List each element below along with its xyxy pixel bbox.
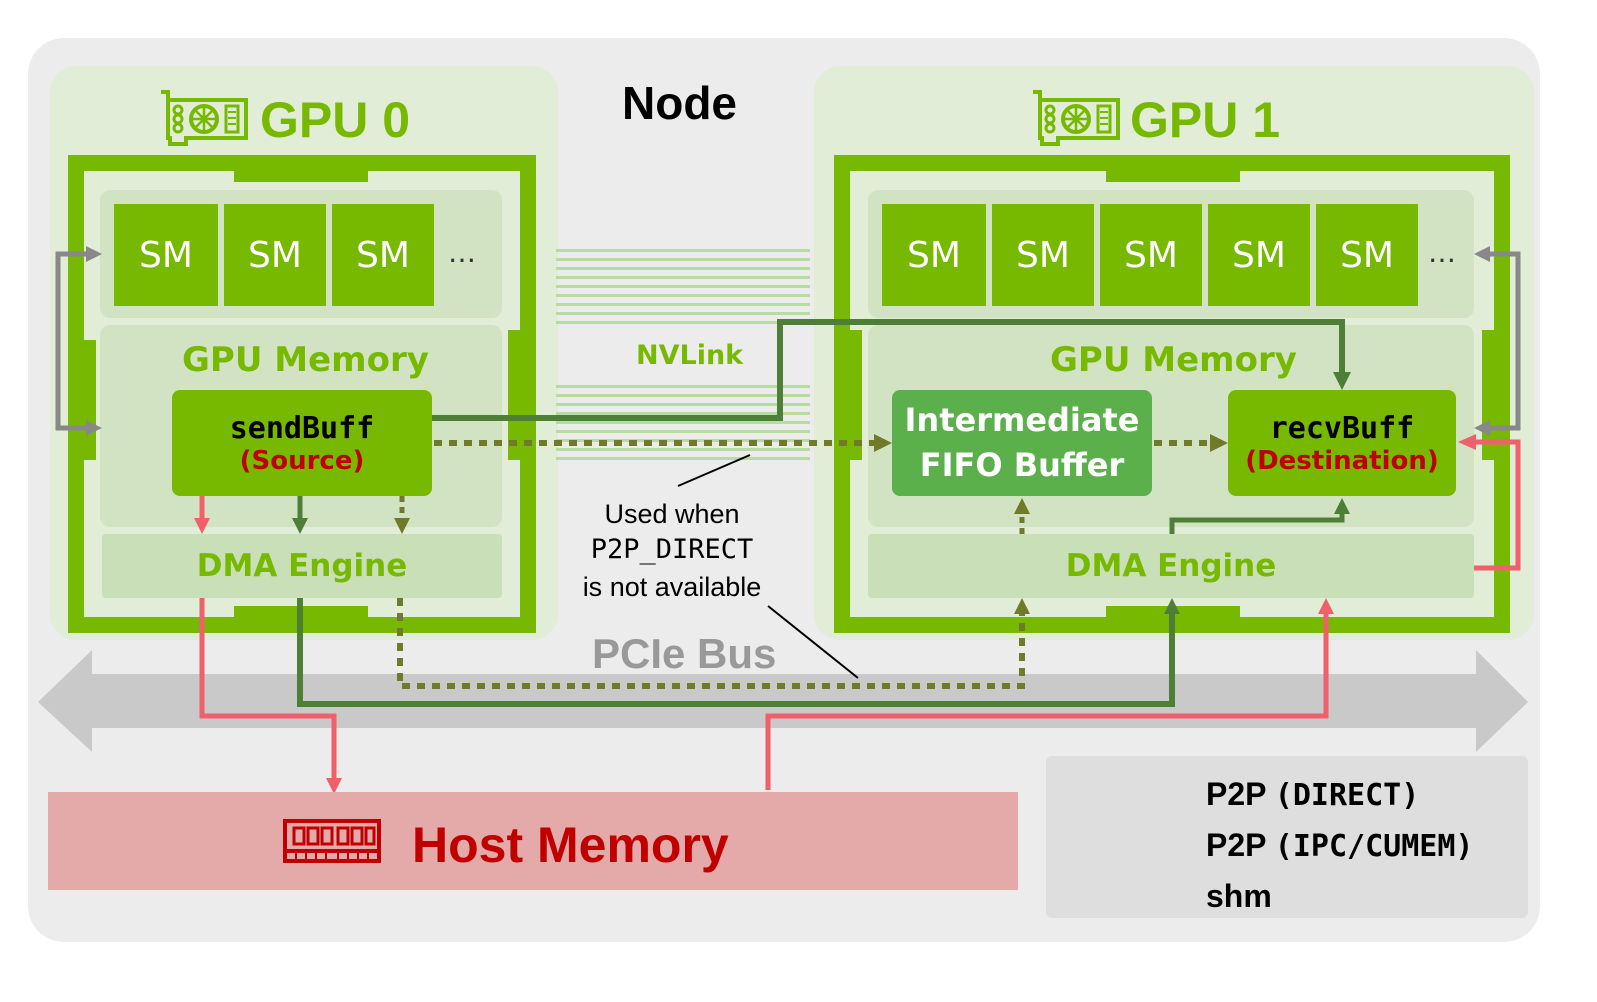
gpu0-sm: SM (114, 204, 218, 306)
fifo-line2: FIFO Buffer (919, 446, 1125, 484)
gpu0-chip-tab-top (234, 170, 368, 182)
gpu0-sm-ellipsis: … (448, 236, 476, 269)
gpu0-sm: SM (332, 204, 434, 306)
gpu0-dma-engine: DMA Engine (102, 534, 502, 598)
sendbuff-role: (Source) (239, 445, 365, 476)
shm-host-to-gpu1-path (765, 614, 1329, 790)
callout-line-nvlink (677, 454, 751, 487)
gpu0-icon (158, 88, 252, 146)
gpu1-icon (1030, 88, 1124, 146)
recvbuff-name: recvBuff (1269, 410, 1415, 446)
fifo-line1: Intermediate (904, 401, 1140, 440)
legend-item-p2p-direct: P2P (DIRECT) (1206, 776, 1420, 813)
gpu1-memory-title: GPU Memory (1050, 340, 1297, 380)
note-line3: is not available (582, 571, 762, 602)
nvlink-label: NVLink (636, 340, 744, 371)
node-title: Node (622, 77, 737, 129)
gpu1-sm: SM (1208, 204, 1310, 306)
shm-gpu0-to-host-path (199, 598, 337, 778)
gpu0-sm: SM (224, 204, 326, 306)
recvbuff-role: (Destination) (1245, 445, 1439, 476)
legend-item-p2p-ipc: P2P (IPC/CUMEM) (1206, 827, 1474, 864)
gpu1-sm: SM (1316, 204, 1418, 306)
gpu0-chip-tab-right (508, 330, 520, 460)
gpu1-title: GPU 1 (1130, 92, 1281, 148)
pcie-bus-label: PCIe Bus (592, 630, 777, 677)
note-line2: P2P_DIRECT (590, 534, 754, 566)
gpu0-title: GPU 0 (260, 92, 411, 148)
recvbuff-box: recvBuff (Destination) (1228, 390, 1456, 496)
p2p-direct-pcie-path (297, 598, 1175, 707)
callout-line-pcie (767, 605, 859, 679)
gpu0-sm-loop-arrow (55, 251, 88, 431)
legend (1046, 756, 1528, 918)
gpu1-sm: SM (992, 204, 1094, 306)
ram-module-icon (282, 815, 382, 867)
gpu1-chip-tab-left (850, 330, 862, 460)
gpu0-memory-title: GPU Memory (182, 340, 429, 380)
sendbuff-name: sendBuff (229, 410, 375, 446)
host-memory (48, 792, 1018, 890)
sendbuff-box: sendBuff (Source) (172, 390, 432, 496)
callout-note: Used when P2P_DIRECT is not available (560, 496, 784, 605)
gpu1-dma-engine: DMA Engine (868, 534, 1474, 598)
gpu1-sm-ellipsis: … (1428, 236, 1456, 269)
gpu1-sm: SM (882, 204, 986, 306)
fifo-buffer-box: Intermediate FIFO Buffer (892, 390, 1152, 496)
note-line1: Used when (604, 499, 740, 529)
legend-item-shm: shm (1206, 878, 1272, 914)
nvlink-stripes (556, 249, 810, 460)
p2p-direct-nvlink-path (432, 319, 1345, 421)
gpu1-chip-tab-top (1106, 170, 1240, 182)
gpu1-sm-loop-arrow (1488, 251, 1521, 431)
gpu1-sm: SM (1100, 204, 1202, 306)
host-memory-label: Host Memory (412, 817, 729, 873)
